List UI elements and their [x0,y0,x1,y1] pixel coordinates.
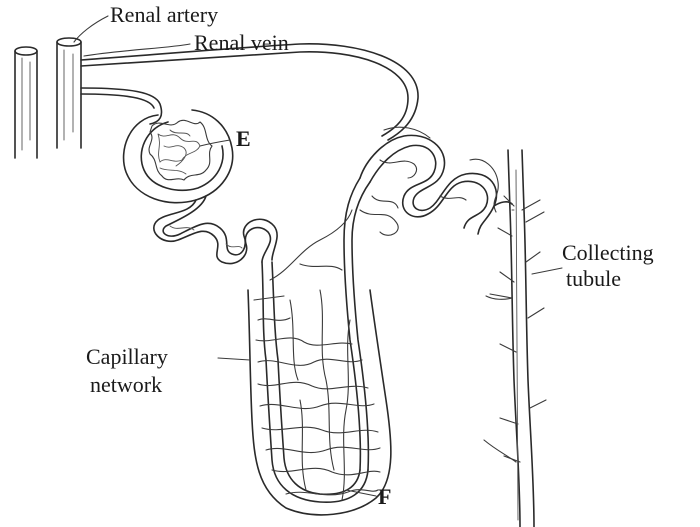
glomerulus [149,120,212,180]
loop-of-henle [262,178,370,502]
collecting-tubule-label-line1: Collecting [562,240,654,265]
capillary-network-label-line1: Capillary [86,344,168,369]
renal-vein-label: Renal vein [194,30,289,55]
renal-artery-label: Renal artery [110,2,218,27]
collecting-tubule-label-line2: tubule [566,266,621,291]
capillary-network [248,210,391,515]
renal-vessels [15,38,418,158]
proximal-convoluted-tubule [154,196,277,264]
distal-convoluted-tubule [360,127,512,235]
capillary-network-label-line2: network [90,372,162,397]
leader-lines [74,16,562,496]
loop-marker-label: F [378,484,391,509]
bowmans-capsule [124,110,233,203]
glomerulus-marker-label: E [236,126,251,151]
